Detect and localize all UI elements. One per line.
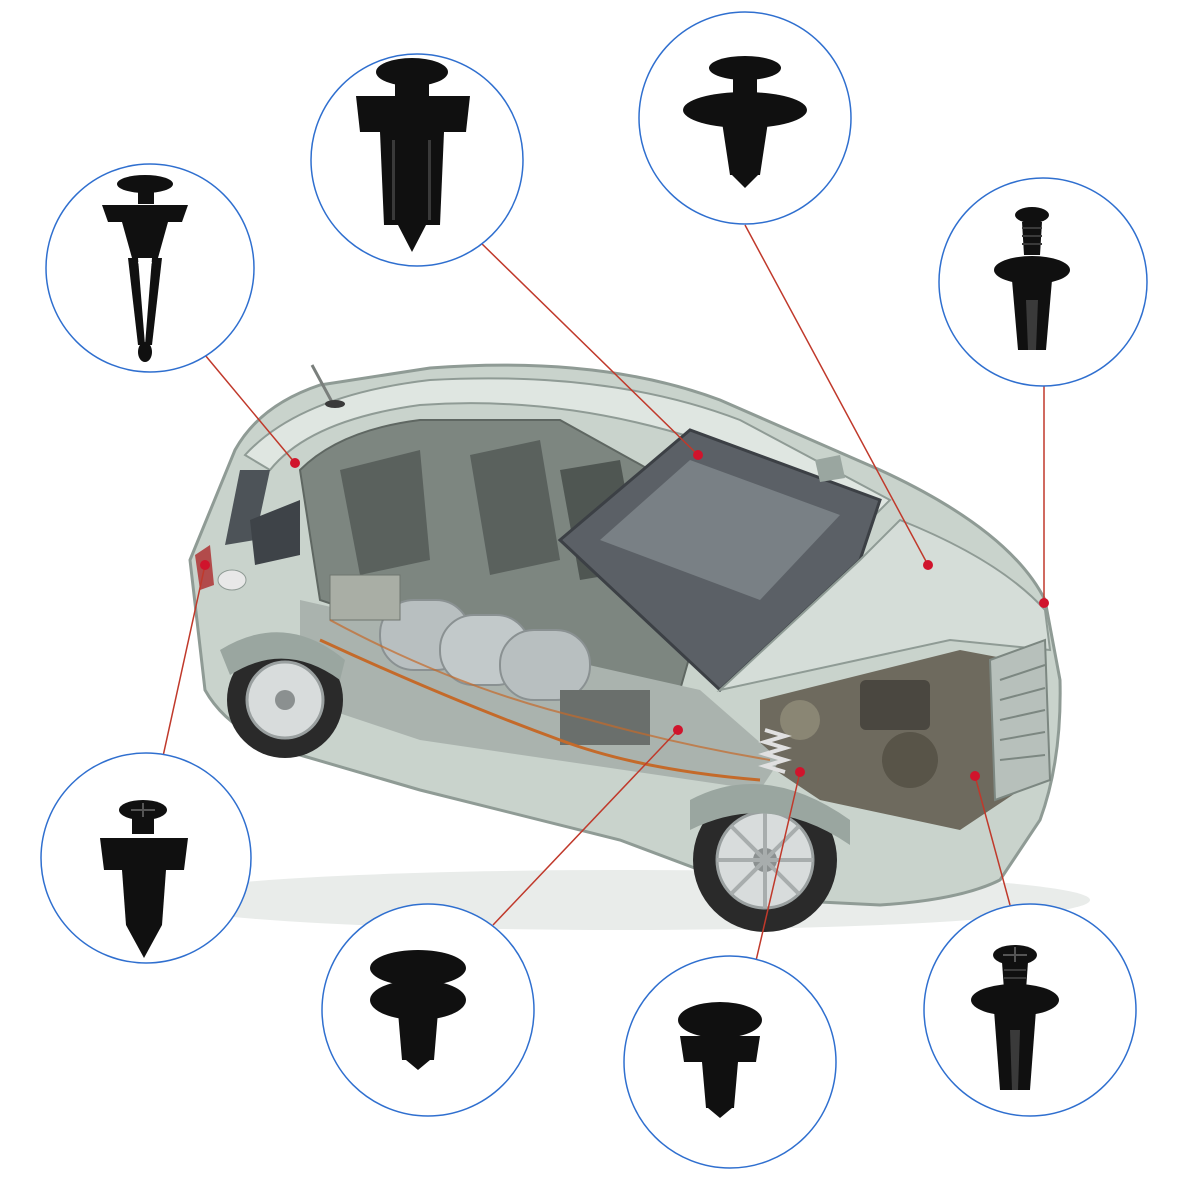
leader-line-5 <box>159 564 206 771</box>
callout-clip-5 <box>40 752 252 964</box>
reservoir <box>780 700 820 740</box>
antenna <box>310 364 334 403</box>
wiring-harness <box>319 638 761 782</box>
screw-rivet-icon <box>971 945 1059 1090</box>
push-rivet-pointed-icon <box>356 58 470 252</box>
turbo <box>882 732 938 788</box>
callout-clip-2 <box>310 53 524 267</box>
callout-clip-4 <box>938 177 1148 387</box>
hood <box>716 518 1052 692</box>
anchor-dot-5 <box>200 560 210 570</box>
leader-line-3 <box>744 224 929 566</box>
fuel-door <box>217 569 247 591</box>
leader-lines <box>159 224 1045 966</box>
wiring-harness-2 <box>329 619 771 761</box>
push-rivet-dome-icon <box>678 1002 762 1118</box>
leader-line-1 <box>204 354 296 464</box>
leader-line-2 <box>477 239 699 456</box>
callout-clip-1 <box>45 163 255 373</box>
push-rivet-cross-icon <box>100 800 188 958</box>
front-wheel <box>693 788 837 932</box>
battery-pack <box>560 690 650 745</box>
antenna-base <box>325 400 345 408</box>
front-seat <box>470 440 560 575</box>
rear-module <box>329 574 401 621</box>
callout-clip-7 <box>623 955 837 1169</box>
push-rivet-fork-icon <box>102 175 188 362</box>
anchor-dot-4 <box>1039 598 1049 608</box>
callout-clip-6 <box>321 903 535 1117</box>
screw-rivet-icon <box>994 207 1070 350</box>
callout-clip-8 <box>923 903 1137 1117</box>
grille-slats <box>999 664 1046 761</box>
anchor-dot-6 <box>673 725 683 735</box>
rear-side-window <box>250 500 300 565</box>
rear-seat <box>340 450 430 575</box>
suspension-spring <box>758 728 792 774</box>
rear-window <box>225 470 270 545</box>
car-roof <box>243 377 892 522</box>
leader-line-8 <box>974 775 1011 906</box>
callout-circles <box>40 11 1148 1169</box>
callout-clip-3 <box>638 11 852 225</box>
engine-block <box>860 680 930 730</box>
leader-line-6 <box>492 729 679 926</box>
anchor-dot-1 <box>290 458 300 468</box>
anchor-dot-3 <box>923 560 933 570</box>
front-grille <box>988 638 1052 802</box>
push-rivet-short-icon <box>683 56 807 188</box>
rear-fender <box>220 632 345 680</box>
anchor-dot-7 <box>795 767 805 777</box>
front-fender <box>690 784 850 845</box>
rear-wheel <box>227 642 343 758</box>
leader-line-7 <box>754 771 801 966</box>
fuel-tanks <box>379 599 591 701</box>
dashboard <box>600 460 840 600</box>
anchor-points <box>200 450 1049 781</box>
anchor-dot-2 <box>693 450 703 460</box>
car-cutaway-illustration <box>150 363 1090 932</box>
side-mirror <box>815 455 845 482</box>
anchor-dot-8 <box>970 771 980 781</box>
push-rivet-wide-icon <box>370 950 466 1070</box>
